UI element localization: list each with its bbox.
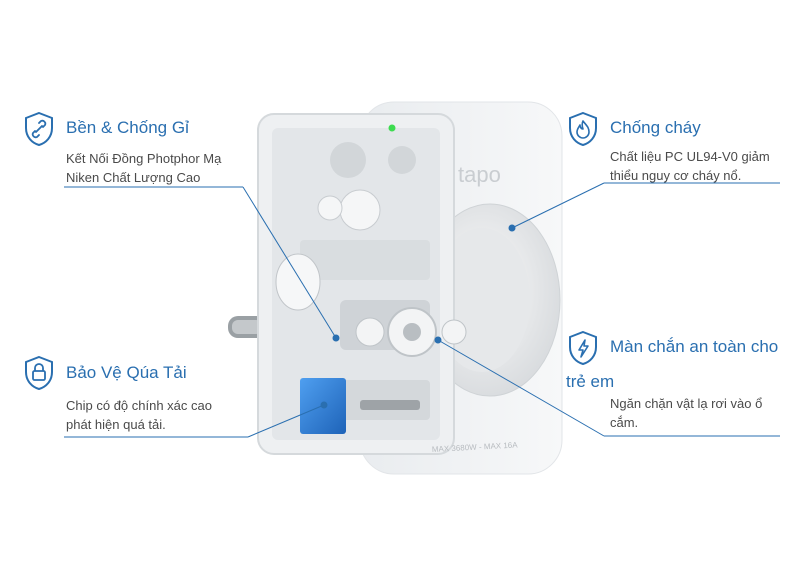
fireproof-desc: Chất liệu PC UL94-V0 giảm thiểu nguy cơ … — [610, 147, 770, 185]
durable-desc-line2: Niken Chất Lượng Cao — [66, 170, 201, 185]
durable-desc: Kết Nối Đồng Photphor Mạ Niken Chất Lượn… — [66, 149, 221, 187]
bolt-shield-icon — [569, 331, 597, 365]
lock-shield-icon — [25, 356, 53, 390]
link-shield-icon — [25, 112, 53, 146]
child-safety-title-line1: Màn chắn an toàn cho — [610, 337, 779, 356]
fireproof-desc-line1: Chất liệu PC UL94-V0 giảm — [610, 149, 770, 164]
overload-title: Bảo Vệ Qúa Tải — [66, 363, 187, 382]
copper-contact — [275, 253, 321, 311]
fireproof-desc-line2: thiểu nguy cơ cháy nổ. — [610, 168, 742, 183]
flame-shield-icon — [569, 112, 597, 146]
status-led — [388, 124, 396, 132]
brand-logo: tapo — [458, 162, 501, 187]
fireproof-title: Chống cháy — [610, 118, 701, 137]
overload-chip — [300, 378, 346, 434]
durable-desc-line1: Kết Nối Đồng Photphor Mạ — [66, 151, 222, 166]
child-safety-desc-line1: Ngăn chặn vật lạ rơi vào ổ — [610, 396, 763, 411]
child-safety-desc: Ngăn chặn vật lạ rơi vào ổ cắm. — [610, 394, 762, 432]
child-safety-title-line2: trẻ em — [566, 372, 615, 391]
overload-desc: Chip có độ chính xác cao phát hiện quá t… — [66, 396, 212, 434]
durable-title: Bền & Chống Gỉ — [66, 118, 189, 137]
overload-desc-line2: phát hiện quá tải. — [66, 417, 166, 432]
overload-desc-line1: Chip có độ chính xác cao — [66, 398, 212, 413]
child-safety-desc-line2: cắm. — [610, 415, 639, 430]
